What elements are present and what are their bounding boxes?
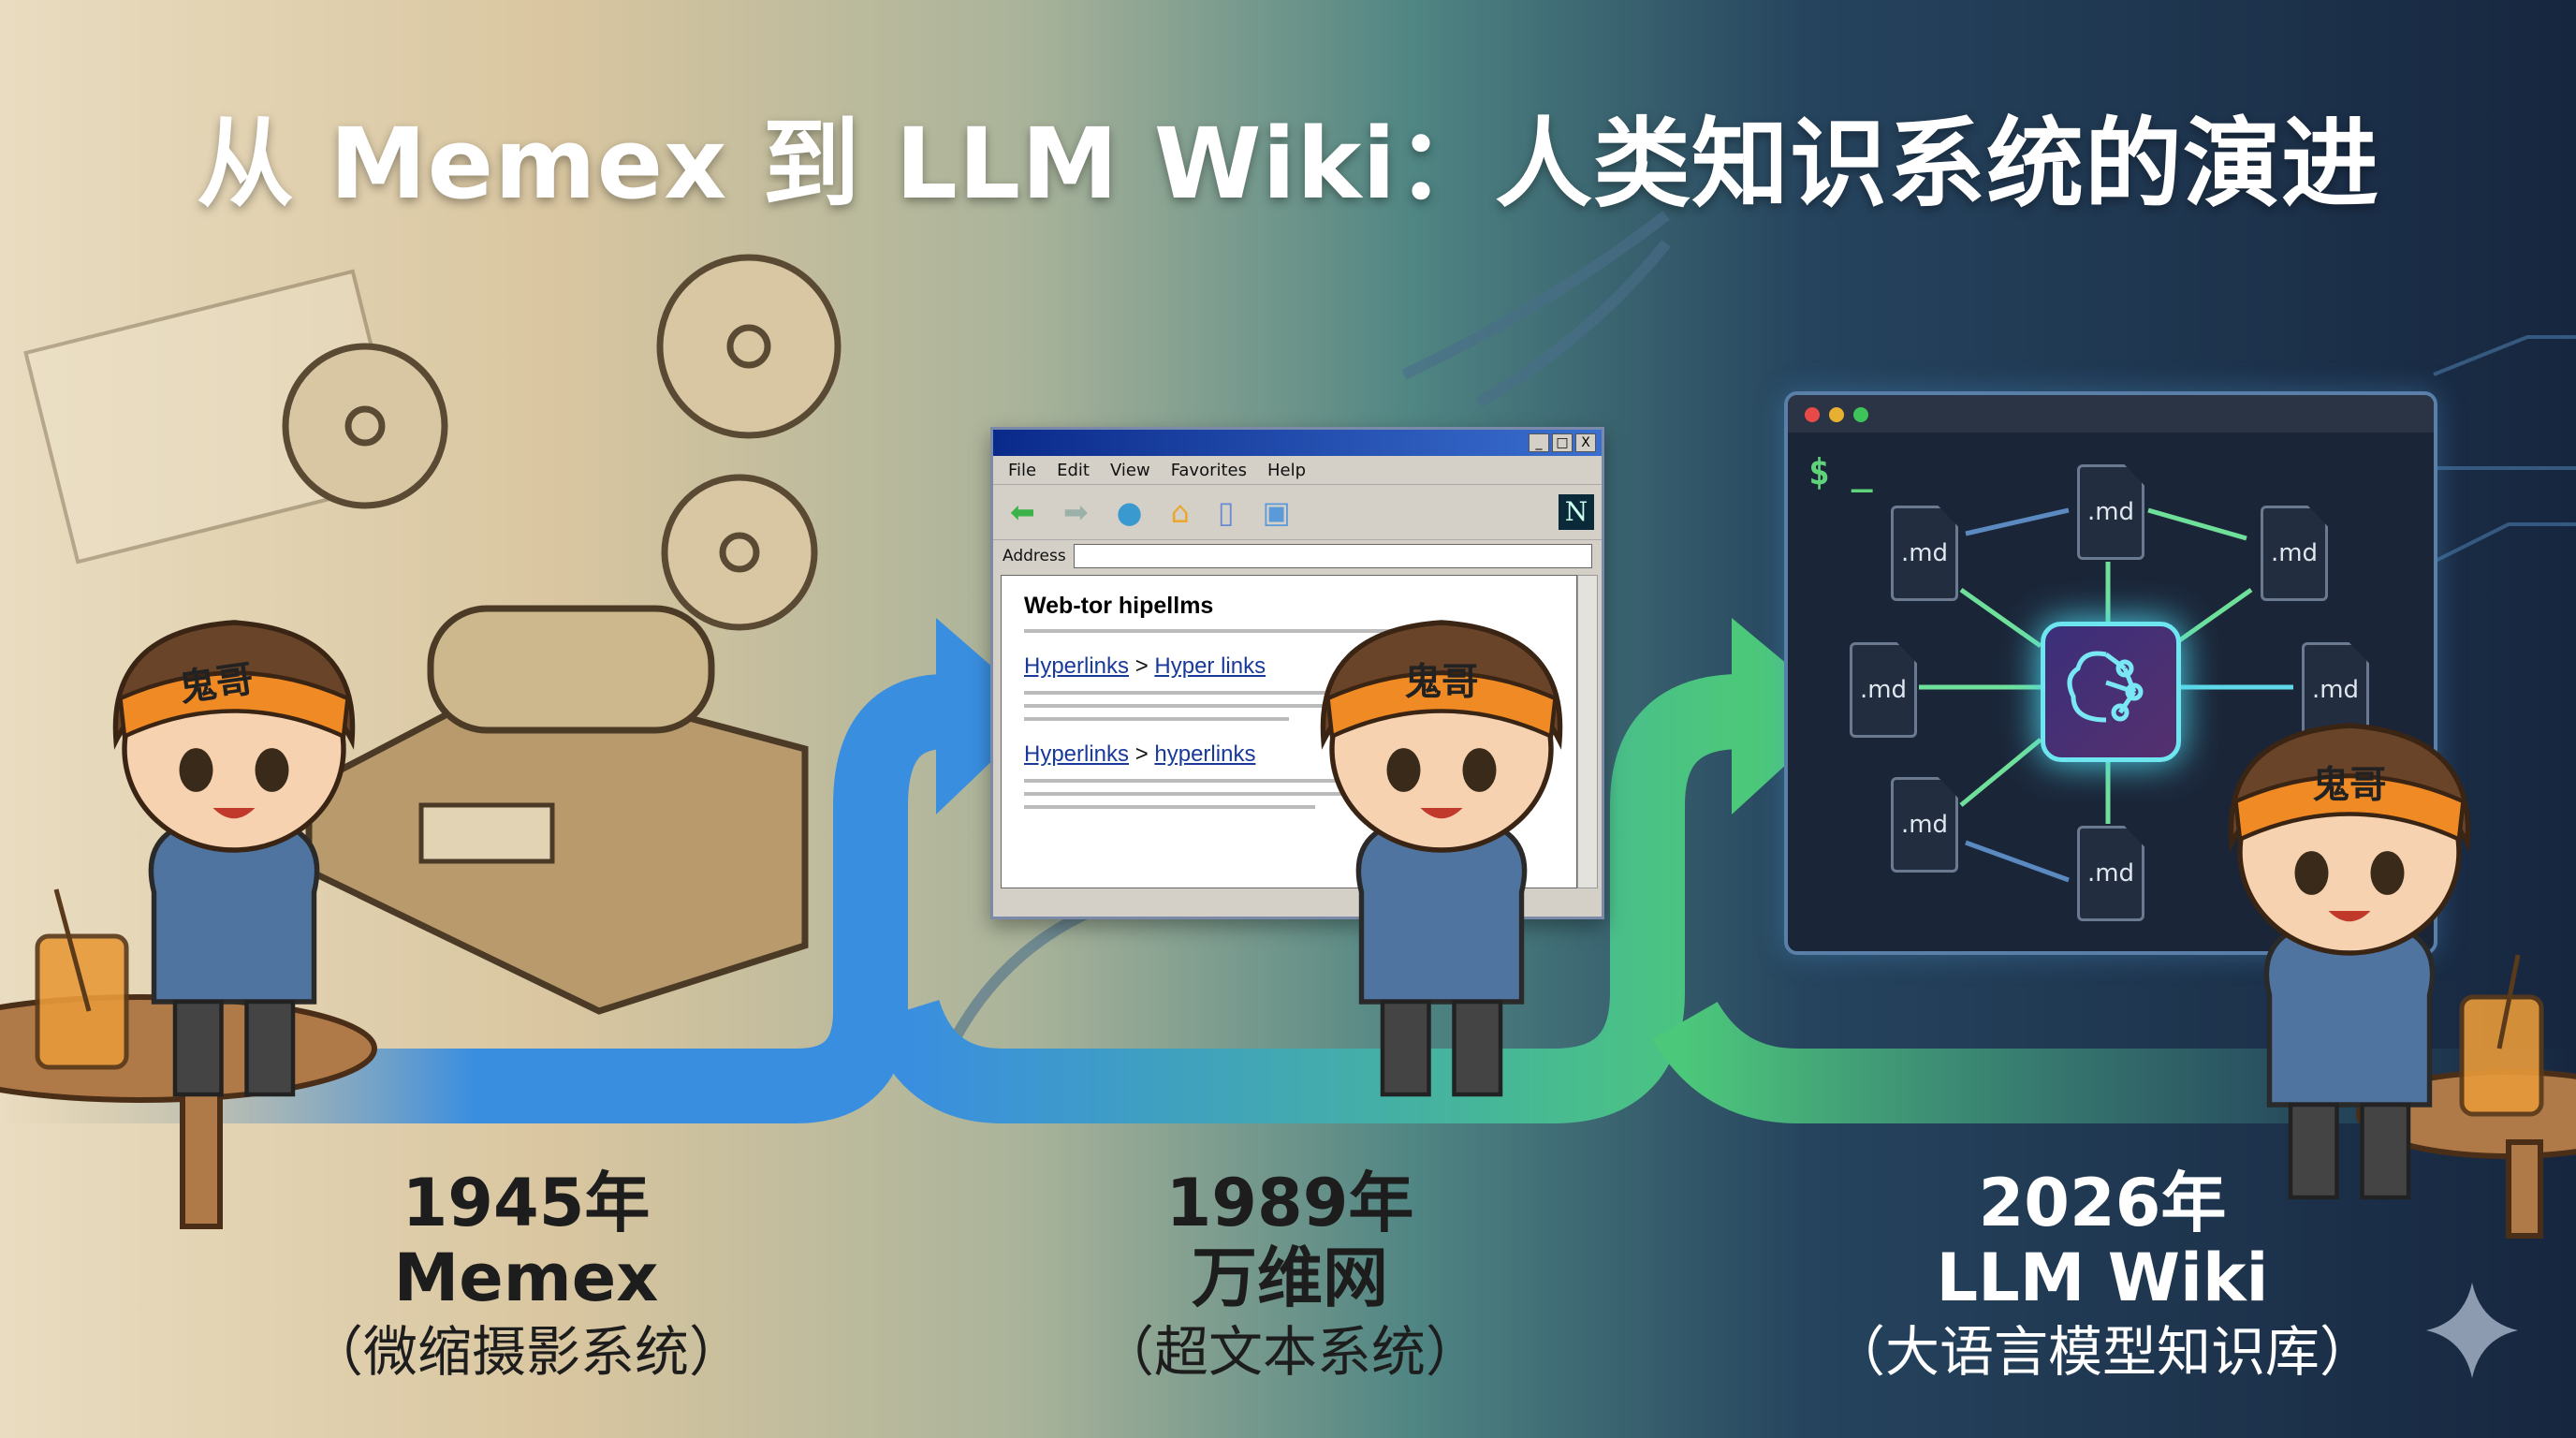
era-label-web: 1989年 万维网 （超文本系统） <box>962 1166 1617 1388</box>
markdown-file-icon: .md <box>2261 506 2328 601</box>
maximize-dot[interactable] <box>1853 407 1868 422</box>
era-label-llm-wiki: 2026年 LLM Wiki （大语言模型知识库） <box>1775 1166 2430 1388</box>
globe-icon[interactable]: ● <box>1116 494 1143 530</box>
character-memex: 鬼哥 <box>115 623 352 1094</box>
close-button[interactable]: X <box>1575 433 1596 452</box>
separator: > <box>1134 741 1149 767</box>
document-icon[interactable]: ▯ <box>1217 494 1235 530</box>
minimize-dot[interactable] <box>1829 407 1844 422</box>
address-label: Address <box>1003 547 1066 565</box>
timeline-arrow-3 <box>1652 1001 2576 1123</box>
timeline-arrow-1 <box>0 674 947 1123</box>
era-label-memex: 1945年 Memex （微缩摄影系统） <box>198 1166 854 1388</box>
film-reel-icon <box>282 254 842 631</box>
hyperlink[interactable]: Hyperlinks <box>1024 653 1130 679</box>
browser-toolbar: ⬅ ➡ ● ⌂ ▯ ▣ N <box>993 485 1602 540</box>
headband-text: 鬼哥 <box>1404 661 1478 704</box>
menu-view[interactable]: View <box>1109 460 1150 480</box>
terminal-title-bar <box>1788 395 2434 433</box>
markdown-file-icon: .md <box>1850 642 1917 738</box>
separator: > <box>1134 653 1149 679</box>
iced-drink-icon <box>35 888 2544 1117</box>
forward-arrow-icon[interactable]: ➡ <box>1062 494 1089 530</box>
hyperlink[interactable]: hyperlinks <box>1154 741 1256 767</box>
browser-menu-bar: File Edit View Favorites Help <box>993 456 1602 485</box>
era-year: 1945年 <box>402 1165 651 1241</box>
sparkle-icon <box>2426 1283 2518 1378</box>
era-name: Memex <box>393 1240 659 1316</box>
terminal-prompt: $ _ <box>1808 451 1873 492</box>
page-title: 从 Memex 到 LLM Wiki：人类知识系统的演进 <box>196 107 2380 221</box>
menu-favorites[interactable]: Favorites <box>1170 460 1248 480</box>
menu-file[interactable]: File <box>1008 460 1037 480</box>
back-arrow-icon[interactable]: ⬅ <box>1010 494 1035 530</box>
hyperlink-row: Hyperlinks > hyperlinks <box>1024 741 1554 768</box>
home-icon[interactable]: ⌂ <box>1170 494 1190 530</box>
headband-text: 鬼哥 <box>2312 764 2386 807</box>
era-subtitle: （微缩摄影系统） <box>308 1320 743 1384</box>
close-dot[interactable] <box>1805 407 1820 422</box>
circuit-lines <box>2433 335 2576 564</box>
character-web: 鬼哥 <box>1323 623 1559 1094</box>
era-name: LLM Wiki <box>1936 1240 2269 1316</box>
menu-help[interactable]: Help <box>1267 460 1307 480</box>
era-subtitle: （大语言模型知识库） <box>1830 1320 2374 1384</box>
browser-title-bar: _ □ X <box>993 430 1602 456</box>
maximize-button[interactable]: □ <box>1552 433 1573 452</box>
address-input[interactable] <box>1073 544 1592 568</box>
menu-edit[interactable]: Edit <box>1057 460 1090 480</box>
markdown-file-icon: .md <box>1891 777 1958 873</box>
markdown-file-icon: .md <box>1891 506 1958 601</box>
era-subtitle: （超文本系统） <box>1099 1320 1480 1384</box>
minimize-button[interactable]: _ <box>1529 433 1549 452</box>
markdown-file-icon: .md <box>2077 826 2144 921</box>
hyperlink[interactable]: Hyper links <box>1154 653 1266 679</box>
scrollbar[interactable] <box>1577 575 1598 888</box>
markdown-file-icon: .md <box>2302 642 2369 738</box>
markdown-file-icon: .md <box>2077 464 2144 560</box>
era-name: 万维网 <box>1192 1240 1388 1316</box>
ai-brain-icon <box>2041 622 2181 762</box>
page-heading: Web-tor hipellms <box>1024 593 1214 619</box>
print-icon[interactable]: ▣ <box>1262 494 1291 530</box>
hyperlink-row: Hyperlinks > Hyper links <box>1024 653 1554 680</box>
hyperlink[interactable]: Hyperlinks <box>1024 741 1130 767</box>
era-year: 2026年 <box>1978 1165 2227 1241</box>
era-year: 1989年 <box>1165 1165 1414 1241</box>
character-llm-wiki: 鬼哥 <box>2231 726 2467 1197</box>
netscape-logo: N <box>1559 494 1594 530</box>
memex-machine-icon <box>305 605 809 1015</box>
timeline-arrow-2 <box>867 674 1743 1123</box>
timeline-arrowhead-1 <box>936 618 1044 814</box>
headband-text: 鬼哥 <box>177 657 256 711</box>
address-bar: Address <box>993 540 1602 572</box>
